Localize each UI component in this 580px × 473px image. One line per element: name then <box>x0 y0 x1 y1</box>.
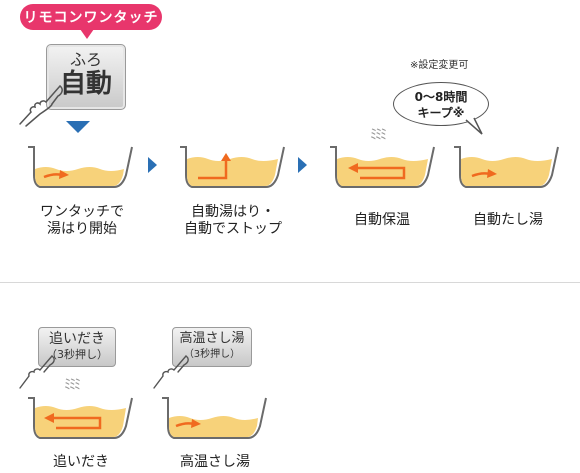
high-temp-add-button[interactable]: 高温さし湯 （3秒押し） <box>172 327 252 367</box>
reheat-caption: 追いだき <box>53 454 109 470</box>
reheat-arrow-icon <box>348 163 406 180</box>
button-label-line1: ふろ <box>69 50 102 69</box>
button-label-line1: 追いだき <box>49 331 105 347</box>
bathtub-icon <box>28 146 133 188</box>
label-pointer <box>80 29 94 39</box>
one-touch-label: リモコンワンタッチ <box>20 4 162 30</box>
step-caption-4: 自動たし湯 <box>456 212 560 229</box>
caption-line: 自動たし湯 <box>473 212 543 228</box>
high-temp-caption: 高温さし湯 <box>180 454 250 470</box>
reheat-button[interactable]: 追いだき （3秒押し） <box>38 327 116 367</box>
bubble-line1: 0～8時間 <box>414 90 468 104</box>
steam-icon: ﾐﾐﾐ <box>370 127 387 143</box>
flow-arrow-icon <box>43 170 69 179</box>
caption-line: 自動でストップ <box>184 221 282 237</box>
down-arrow-icon <box>66 121 90 133</box>
flow-arrow-icon <box>471 169 497 178</box>
steam-icon: ﾐﾐﾐ <box>64 377 81 393</box>
reheat-arrow-icon <box>44 413 102 430</box>
button-label-line1: 高温さし湯 <box>179 331 245 346</box>
fill-up-arrow-icon <box>198 153 231 180</box>
settings-note: ※設定変更可 <box>410 60 469 71</box>
caption-line: ワンタッチで <box>40 204 124 220</box>
caption-line: 湯はり開始 <box>47 221 117 237</box>
bubble-tail <box>465 117 483 135</box>
caption-line: 自動保温 <box>354 212 410 228</box>
button-label-line2: （3秒押し） <box>46 348 108 361</box>
pressing-hand-icon <box>19 355 55 389</box>
button-label-line2: （3秒押し） <box>183 349 241 360</box>
bathtub-icon <box>162 397 267 439</box>
bathtub-icon <box>454 146 559 188</box>
right-arrow-icon <box>148 157 157 173</box>
keep-warm-bubble: 0～8時間 キープ※ <box>393 82 489 126</box>
step-caption-3: 自動保温 <box>332 212 432 229</box>
button-label-line2: 自動 <box>59 69 112 99</box>
bubble-line2: キープ※ <box>417 106 465 120</box>
pressing-hand-icon <box>19 85 63 127</box>
right-arrow-icon <box>298 157 307 173</box>
flow-arrow-icon <box>175 419 201 428</box>
step-caption-1: ワンタッチで 湯はり開始 <box>22 204 142 238</box>
section-divider <box>0 282 580 283</box>
caption-line: 自動湯はり・ <box>191 204 275 220</box>
step-caption-2: 自動湯はり・ 自動でストップ <box>170 204 296 238</box>
auto-bath-button[interactable]: ふろ 自動 <box>46 44 126 110</box>
pressing-hand-icon <box>153 355 189 389</box>
